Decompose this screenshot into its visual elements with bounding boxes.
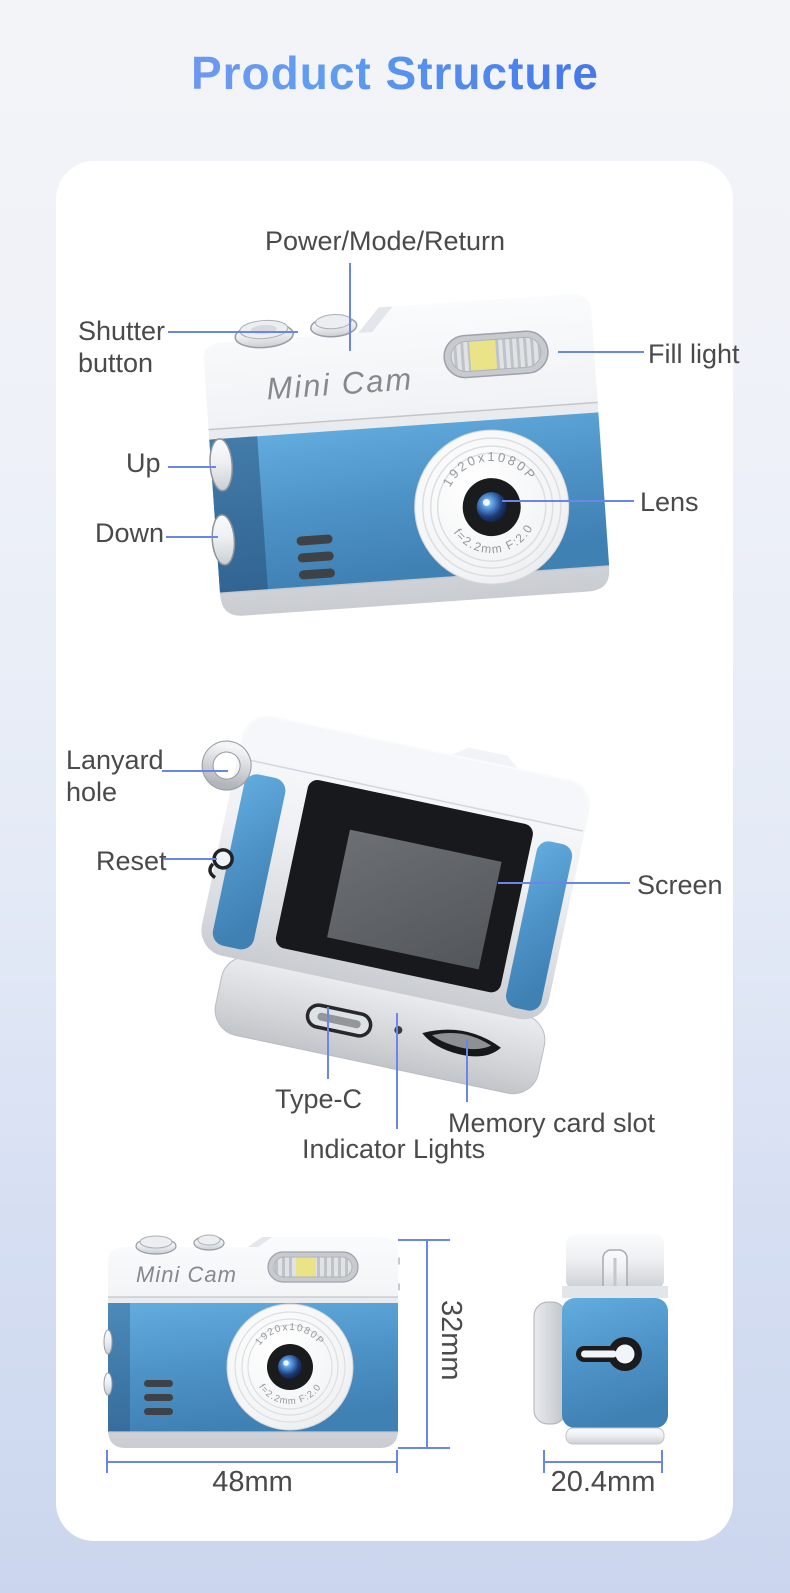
lens-glass: [476, 492, 507, 523]
label-type-c: Type-C: [275, 1084, 363, 1114]
up-button: [209, 438, 233, 492]
dimension-line-width: [106, 1461, 398, 1463]
lens: 1920x1080P f=2.2mm F:2.0: [414, 429, 570, 585]
screen-display-area: [327, 829, 502, 970]
bottom-cap: [565, 1427, 665, 1445]
leader-line-down: [166, 536, 218, 538]
lens: 1920x1080P f=2.2mm F:2.0: [226, 1303, 354, 1431]
label-indicator-lights: Indicator Lights: [302, 1134, 486, 1164]
dimension-tick-depth-right: [661, 1450, 663, 1473]
top-notch-facet: [452, 747, 518, 769]
dimension-tick-height-bottom: [398, 1447, 450, 1449]
leader-line-reset: [163, 858, 217, 860]
dimension-tick-width-right: [396, 1450, 398, 1473]
screen: [275, 779, 533, 993]
dimension-label-depth: 20.4mm: [550, 1466, 656, 1498]
power-button-cap: [197, 1234, 221, 1246]
label-screen: Screen: [637, 870, 723, 900]
camera-front-illustration: Mini Cam 1920x1080P: [203, 294, 610, 616]
bottom-face: [214, 956, 546, 1095]
cap-step-band: [562, 1286, 668, 1298]
left-side-face: [108, 1303, 130, 1432]
top-silver-band: [244, 717, 587, 833]
label-power-mode-return: Power/Mode/Return: [264, 226, 506, 256]
label-shutter-button: Shutter button: [78, 316, 166, 378]
leader-line-lens: [502, 500, 634, 502]
down-button-bump: [103, 1372, 113, 1396]
dimension-label-height: 32mm: [435, 1300, 467, 1381]
speaker-slots: [144, 1380, 173, 1415]
dimension-line-height: [426, 1239, 428, 1449]
up-button-bump: [103, 1329, 113, 1355]
dimension-line-depth: [543, 1461, 663, 1463]
speaker-slots: [296, 534, 335, 580]
camera-front-small-illustration: Mini Cam 1920x1080P f=2.2mm F:2.0: [103, 1234, 400, 1448]
power-button-cap: [314, 314, 352, 330]
label-fill-light: Fill light: [648, 339, 740, 369]
band-groove: [108, 1297, 398, 1303]
lens-glass: [278, 1355, 302, 1379]
label-reset: Reset: [96, 846, 167, 876]
leader-line-screen: [498, 882, 630, 884]
label-up: Up: [126, 448, 161, 478]
leader-line-shutter: [168, 331, 298, 333]
label-lens: Lens: [640, 487, 699, 517]
camera-back-illustration: [201, 715, 590, 1095]
label-down: Down: [95, 518, 165, 548]
keyhole-lanyard-opening: [576, 1337, 642, 1371]
dimension-tick-height-top: [398, 1239, 450, 1241]
shutter-button-cap: [139, 1235, 173, 1249]
leader-line-lanyard: [162, 770, 228, 772]
leader-line-indicator: [396, 1013, 398, 1129]
fill-light: [267, 1251, 359, 1283]
lanyard-hole-ring: [201, 740, 252, 791]
top-notch-facet: [358, 306, 393, 333]
leader-line-memory-card: [466, 1040, 468, 1102]
down-button: [211, 514, 236, 566]
label-memory-card-slot: Memory card slot: [448, 1108, 656, 1138]
camera-side-illustration: [533, 1234, 668, 1445]
dimension-label-width: 48mm: [212, 1466, 293, 1498]
leader-line-type-c: [327, 1007, 329, 1079]
page-title: Product Structure: [0, 46, 790, 100]
label-lanyard-hole: Lanyard hole: [66, 745, 164, 807]
fill-light: [443, 330, 549, 379]
brand-text: Mini Cam: [136, 1262, 237, 1287]
dimension-tick-depth-left: [543, 1450, 545, 1473]
leader-line-fill-light: [558, 351, 644, 353]
band-groove: [208, 402, 599, 440]
reset-button: [208, 848, 234, 880]
leader-line-power: [349, 263, 351, 351]
lens-barrel-side: [533, 1301, 567, 1425]
top-notch-facet: [248, 1237, 272, 1247]
leader-line-up: [168, 466, 216, 468]
back-blue-strip-left: [212, 774, 286, 950]
dimension-tick-width-left: [106, 1450, 108, 1473]
